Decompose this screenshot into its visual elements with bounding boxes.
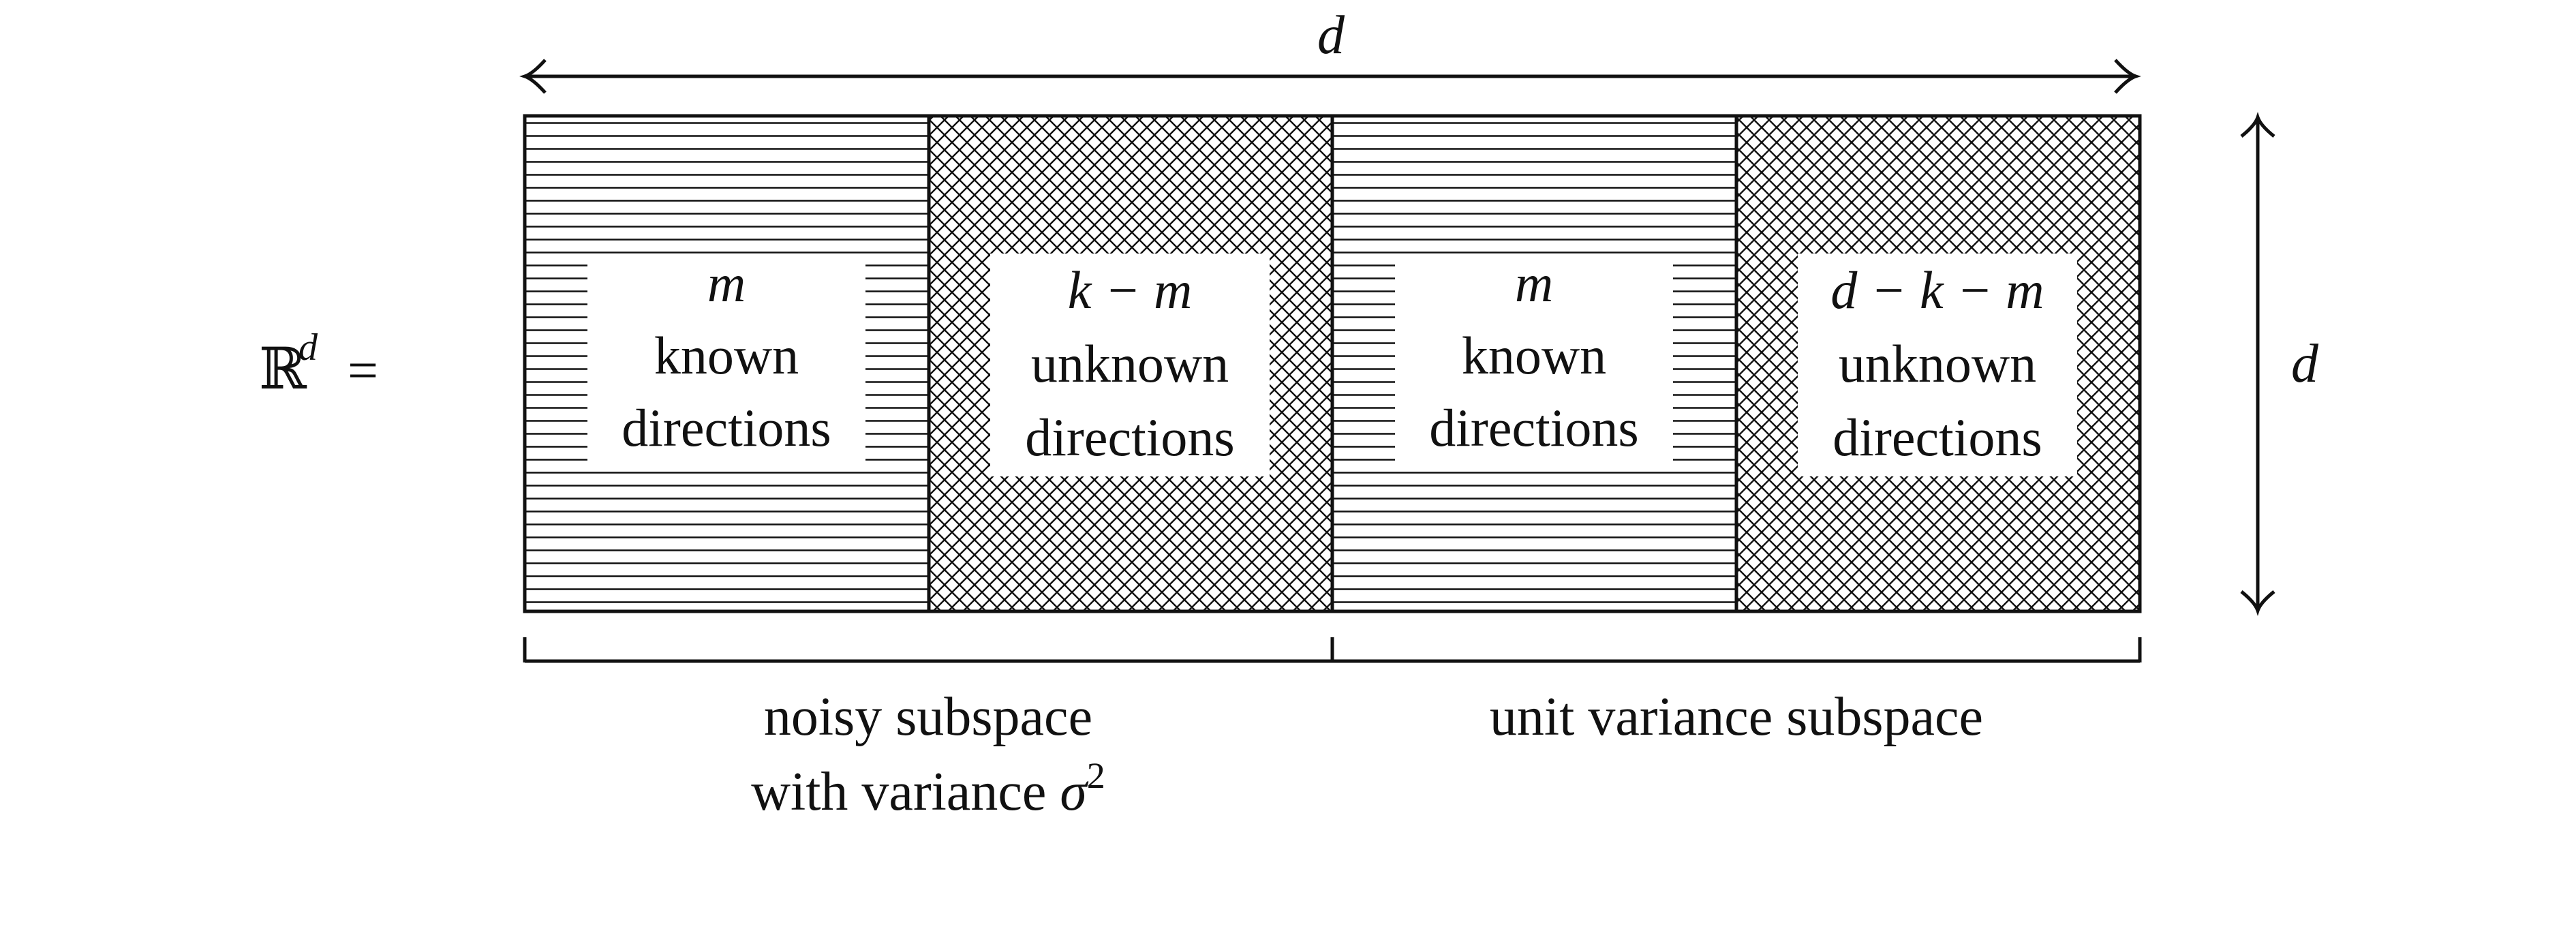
block-1-line2: directions [622,398,831,457]
block-4-line2: directions [1833,408,2042,467]
block-label-3: m known directions [1429,254,1639,457]
block-2-line1: unknown [1031,334,1229,393]
label-bg-1 [587,259,865,470]
block-2-line2: directions [1025,408,1235,467]
block-label-2: k − m unknown directions [1025,260,1235,467]
block-3-count: m [1515,254,1553,313]
subspace-brace [523,637,2142,663]
noisy-line1: noisy subspace [764,687,1092,747]
subspace-label-unit: unit variance subspace [1490,687,1983,747]
label-bg-2 [990,254,1270,476]
space-label: ℝ d = [259,326,378,401]
block-label-1: m known directions [622,254,831,457]
block-3-line2: directions [1429,398,1639,457]
subspace-label-noisy: noisy subspace with variance σ2 [751,687,1105,822]
equals-sign: = [348,341,378,401]
height-label: d [2291,334,2319,394]
unit-line1: unit variance subspace [1490,687,1983,747]
width-label: d [1317,5,1345,65]
noisy-line2-text: with variance [751,762,1060,822]
label-bg-4 [1798,254,2077,476]
block-3-line1: known [1462,326,1606,385]
block-4-line1: unknown [1839,334,2036,393]
space-symbol: ℝ [259,338,307,401]
height-arrow [2240,112,2275,616]
block-label-4: d − k − m unknown directions [1830,260,2044,467]
block-4-count: d − k − m [1830,260,2044,320]
block-2-count: k − m [1068,260,1193,320]
block-1-line1: known [654,326,799,385]
sigma-symbol: σ [1060,762,1088,822]
width-arrow [519,59,2141,94]
label-bg-3 [1395,259,1673,470]
space-superscript: d [298,326,318,369]
noisy-line2: with variance σ2 [751,755,1105,822]
sigma-superscript: 2 [1087,755,1105,796]
block-1-count: m [707,254,746,313]
